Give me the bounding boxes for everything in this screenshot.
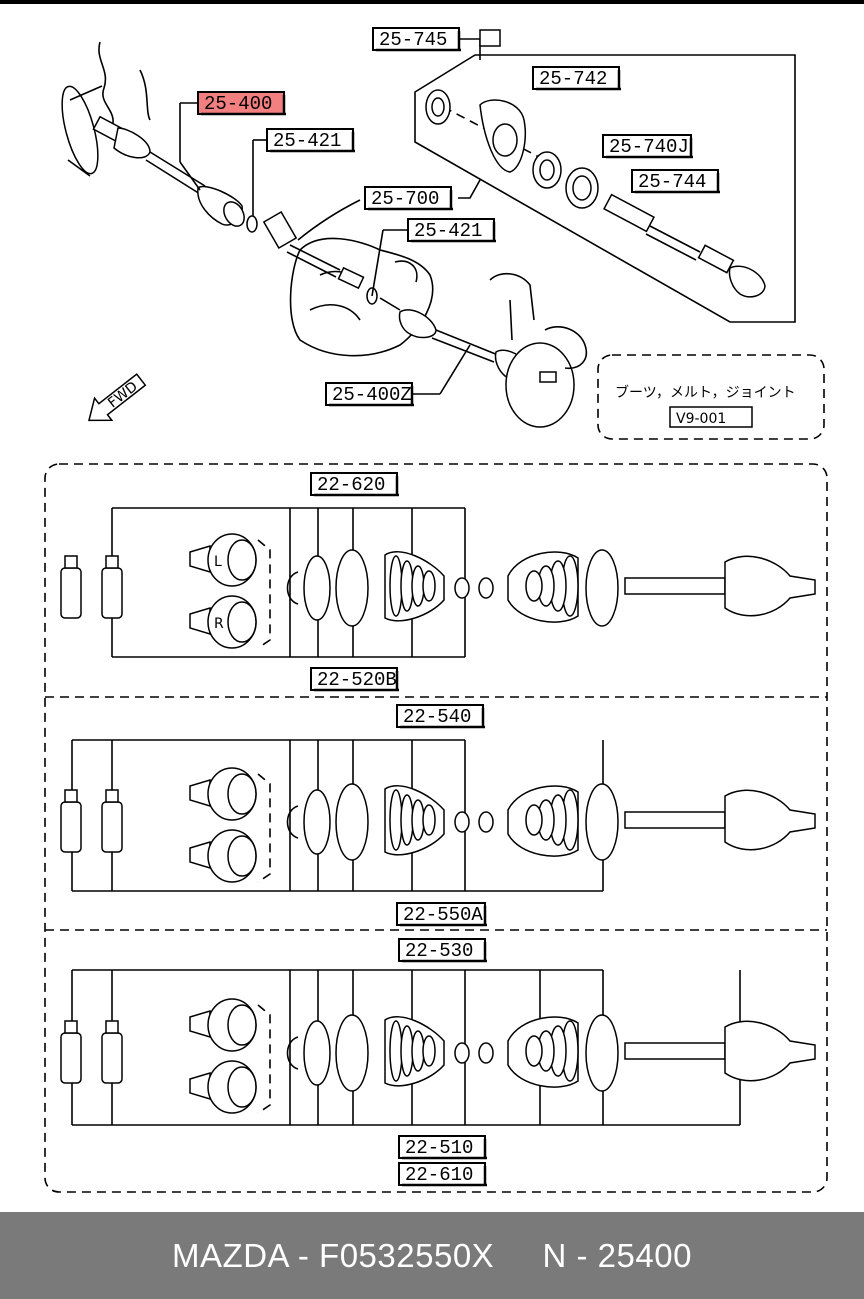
fwd-arrow: FWD (88, 373, 147, 422)
callout-c22-550a: 22-550A (396, 902, 487, 927)
callout-c22-610: 22-610 (398, 1162, 487, 1187)
callout-text: 25-400 (204, 93, 272, 115)
callout-c22-620: 22-620 (310, 472, 399, 497)
kit-row: LR (60, 507, 816, 658)
callout-text: 25-742 (539, 68, 607, 90)
callout-c25-421-b: 25-421 (407, 218, 496, 243)
callout-c25-744: 25-744 (631, 169, 720, 194)
callout-text: 25-700 (371, 188, 439, 210)
callout-c25-421-a: 25-421 (266, 128, 355, 153)
footer-bar: MAZDA - F0532550X N - 25400 (0, 1212, 864, 1299)
mark-right: R (214, 616, 224, 632)
callout-text: 22-540 (403, 706, 471, 728)
note-ref: V9-001 (676, 411, 726, 427)
callout-text: 25-740J (609, 136, 689, 158)
kit-panel (44, 463, 828, 1193)
callout-text: 22-510 (405, 1137, 473, 1159)
kit-rows: LR (60, 507, 816, 1126)
callout-text: 22-550A (403, 904, 483, 926)
kit-row (60, 969, 816, 1126)
callout-text: 25-400Z (332, 384, 412, 406)
callout-text: 25-421 (273, 130, 341, 152)
callout-text: 25-421 (414, 220, 482, 242)
callout-text: 25-745 (379, 29, 447, 51)
top-border (0, 0, 864, 4)
footer-text: MAZDA - F0532550X N - 25400 (172, 1236, 692, 1274)
callout-c22-530: 22-530 (398, 938, 487, 963)
drive-shaft-left (92, 115, 258, 233)
callout-c25-400z: 25-400Z (325, 382, 414, 407)
callout-c25-745: 25-745 (372, 27, 461, 52)
wheel-hub-left (61, 41, 151, 177)
leader-lines-top (179, 38, 481, 395)
callout-text: 22-620 (317, 474, 385, 496)
parts-diagram: FWD ブーツ，メルト，ジョイント V9-001 LR 25-74525-742… (44, 27, 828, 1193)
inset-box (414, 29, 796, 323)
callout-c25-742: 25-742 (532, 66, 621, 91)
callout-c25-700: 25-700 (364, 186, 453, 211)
callout-text: 22-610 (405, 1164, 473, 1186)
callout-text: 25-744 (638, 171, 706, 193)
callout-c22-510: 22-510 (398, 1135, 487, 1160)
note-text: ブーツ，メルト，ジョイント (615, 384, 796, 401)
callout-c22-520b: 22-520B (310, 667, 399, 692)
callout-text: 22-530 (405, 940, 473, 962)
callout-text: 22-520B (317, 669, 397, 691)
callout-c25-740j: 25-740J (602, 134, 693, 159)
callout-c25-400: 25-400 (197, 91, 286, 116)
callout-c22-540: 22-540 (396, 704, 485, 729)
mark-left: L (214, 554, 222, 570)
kit-row (60, 739, 816, 892)
note-box: ブーツ，メルト，ジョイント V9-001 (597, 354, 825, 440)
wheel-hub-right (489, 272, 587, 428)
